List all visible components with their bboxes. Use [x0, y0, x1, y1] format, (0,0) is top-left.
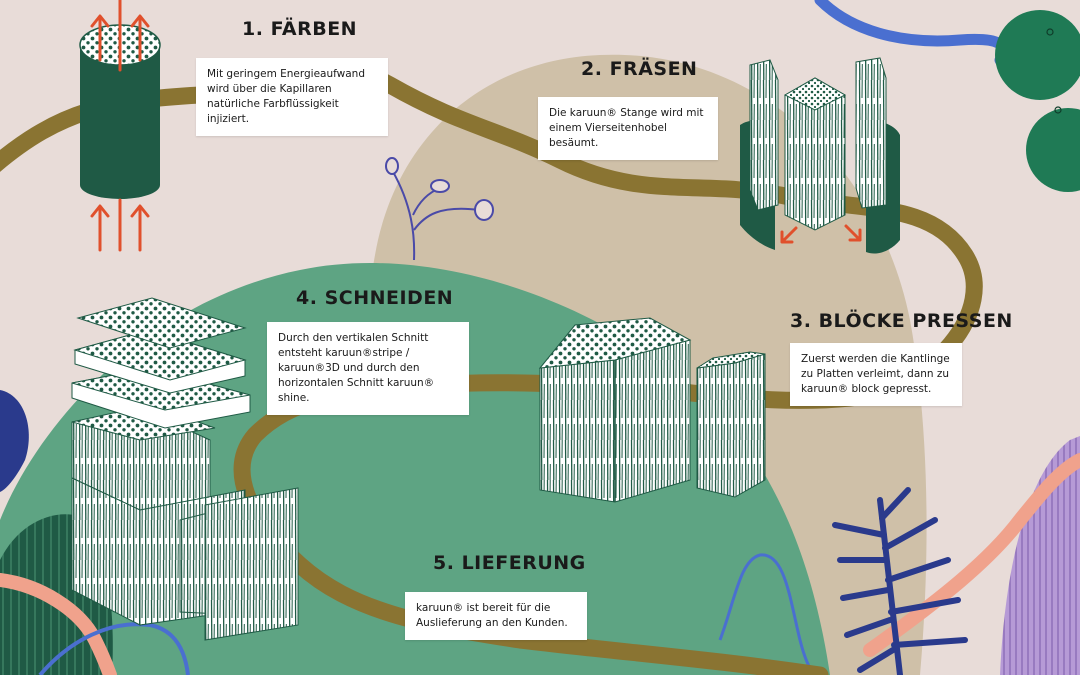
step-5-title: 5. LIEFERUNG: [433, 552, 586, 574]
step-2-card: Die karuun® Stange wird mit einem Vierse…: [538, 97, 718, 160]
step-2-title: 2. FRÄSEN: [581, 58, 697, 80]
red-arrow-icon: [780, 224, 862, 244]
navy-blob: [0, 390, 29, 492]
step-4-label: SCHNEIDEN: [324, 287, 454, 309]
leaf-icon: [832, 487, 968, 675]
blue-curve-top: [814, 0, 1010, 66]
step-3-text: Zuerst werden die Kantlinge zu Platten v…: [801, 353, 950, 395]
green-fruit-bottom: [1026, 108, 1080, 192]
step-1-text: Mit geringem Energieaufwand wird über di…: [207, 68, 366, 125]
step-3-card: Zuerst werden die Kantlinge zu Platten v…: [790, 343, 962, 406]
milled-rod-icon: [740, 57, 900, 254]
twig-icon: [385, 157, 494, 261]
step-1-card: Mit geringem Energieaufwand wird über di…: [196, 58, 388, 136]
step-4-title: 4. SCHNEIDEN: [296, 287, 453, 309]
salmon-curve-left: [0, 573, 117, 675]
step-5-text: karuun® ist bereit für die Auslieferung …: [416, 602, 568, 629]
pressed-block-icon: [538, 317, 766, 503]
step-3-title: 3. BLÖCKE PRESSEN: [790, 310, 1013, 332]
step-2-text: Die karuun® Stange wird mit einem Vierse…: [549, 107, 704, 149]
cut-slices-icon: [71, 297, 299, 641]
step-2-label: FRÄSEN: [609, 58, 698, 80]
salmon-curve-right: [863, 453, 1080, 657]
step-4-card: Durch den vertikalen Schnitt entsteht ka…: [267, 322, 469, 415]
lavender-blob: [1000, 436, 1080, 675]
step-4-text: Durch den vertikalen Schnitt entsteht ka…: [278, 332, 435, 404]
red-arrow-icon: [90, 0, 150, 252]
step-2-number: 2.: [581, 58, 603, 80]
step-5-label: LIEFERUNG: [461, 552, 586, 574]
blue-wave-right: [718, 553, 817, 675]
step-1-title: 1. FÄRBEN: [242, 18, 357, 40]
step-5-card: karuun® ist bereit für die Auslieferung …: [405, 592, 587, 640]
step-4-number: 4.: [296, 287, 318, 309]
step-3-number: 3.: [790, 310, 812, 332]
step-1-label: FÄRBEN: [270, 18, 358, 40]
step-3-label: BLÖCKE PRESSEN: [818, 310, 1013, 332]
step-1-number: 1.: [242, 18, 264, 40]
green-fruit-top: [995, 10, 1080, 100]
step-5-number: 5.: [433, 552, 455, 574]
